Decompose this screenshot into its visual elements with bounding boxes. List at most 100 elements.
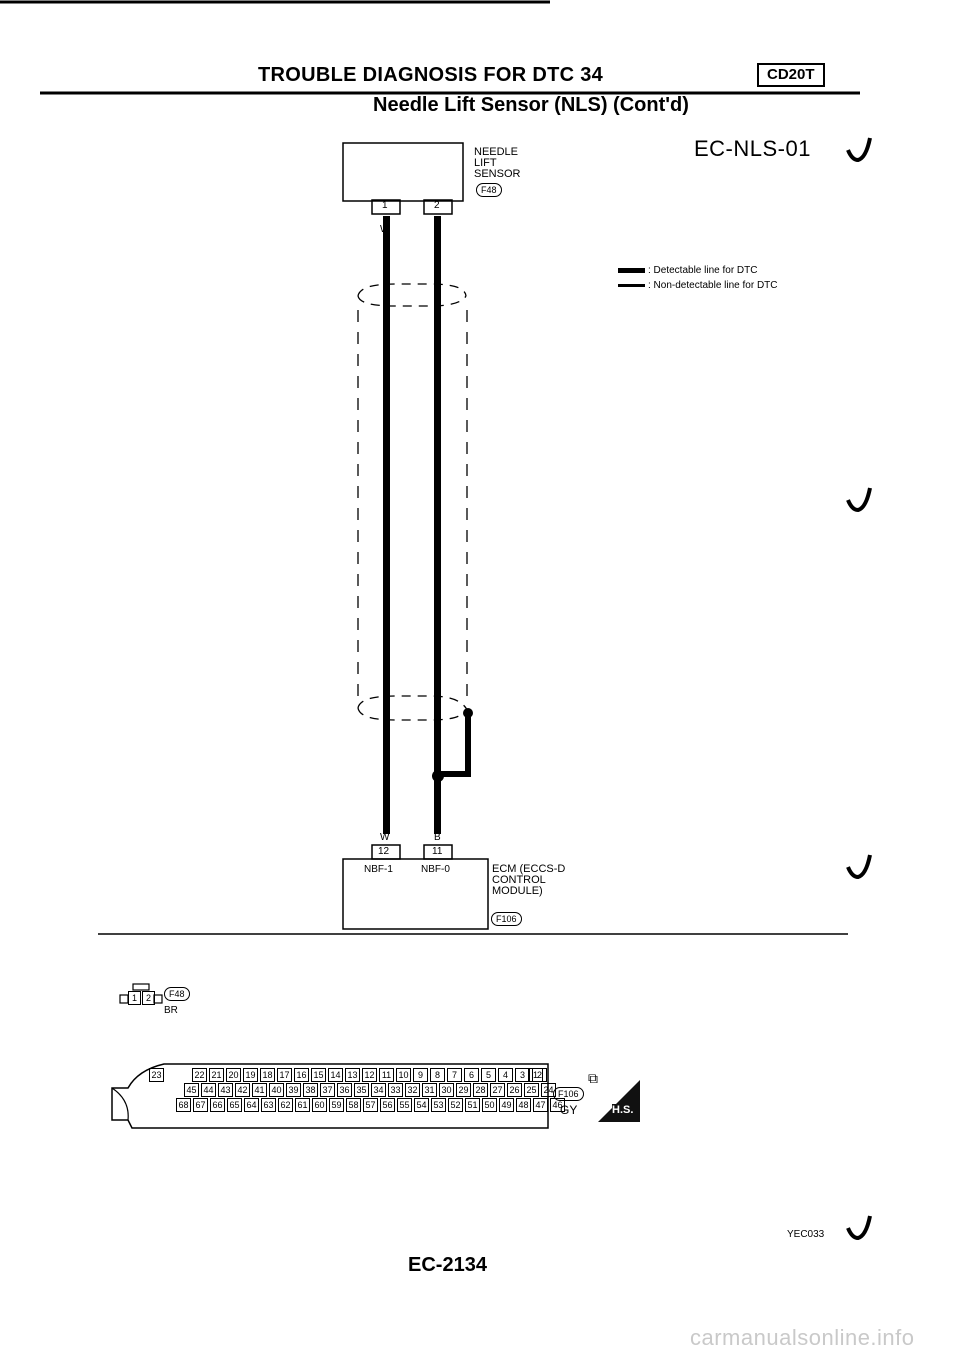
drain-wire-horizontal — [438, 771, 471, 777]
f106-pin-61: 61 — [295, 1098, 310, 1112]
f106-pin-50: 50 — [482, 1098, 497, 1112]
sensor-pin-2-box — [423, 199, 453, 215]
f106-connector-outline — [111, 1063, 549, 1129]
f106-pin-19: 19 — [243, 1068, 258, 1082]
sensor-wire-color-w: W — [380, 224, 390, 235]
f106-pin-20: 20 — [226, 1068, 241, 1082]
f106-pin-60: 60 — [312, 1098, 327, 1112]
splice-dot — [432, 770, 444, 782]
ecm-terminal-nbf-1: NBF-1 — [364, 864, 393, 875]
figure-code: YEC033 — [787, 1229, 825, 1240]
model-tag: CD20T — [757, 63, 825, 87]
ecm-box — [342, 858, 489, 930]
f106-pin-28: 28 — [473, 1083, 488, 1097]
ecm-pin-12: 12 — [378, 846, 390, 857]
f106-pin-9: 9 — [413, 1068, 428, 1082]
f48-view-badge: F48 — [164, 987, 190, 1001]
f48-latch-right — [153, 994, 163, 1004]
ecm-wire-color-w: W — [380, 832, 390, 843]
shield-bottom-arc — [357, 695, 469, 713]
f106-pin-59: 59 — [329, 1098, 344, 1112]
f106-pin-12: 12 — [362, 1068, 377, 1082]
f106-pin-2: 2 — [532, 1068, 547, 1082]
f106-pin-14: 14 — [328, 1068, 343, 1082]
legend-non-detectable: : Non-detectable line for DTC — [648, 280, 778, 291]
f106-pin-23: 23 — [149, 1068, 164, 1082]
f106-pin-10: 10 — [396, 1068, 411, 1082]
f106-pin-58: 58 — [346, 1098, 361, 1112]
sensor-label-line2: LIFT — [474, 157, 497, 169]
f106-pin-57: 57 — [363, 1098, 378, 1112]
f106-pin-7: 7 — [447, 1068, 462, 1082]
page-title: TROUBLE DIAGNOSIS FOR DTC 34 — [258, 64, 604, 86]
f106-pin-66: 66 — [210, 1098, 225, 1112]
drain-wire-vertical — [465, 713, 471, 777]
f106-pin-63: 63 — [261, 1098, 276, 1112]
f106-pin-41: 41 — [252, 1083, 267, 1097]
sensor-pin-1: 1 — [382, 200, 388, 211]
page-subtitle: Needle Lift Sensor (NLS) (Cont'd) — [373, 94, 689, 116]
f106-pin-36: 36 — [337, 1083, 352, 1097]
f106-pin-5: 5 — [481, 1068, 496, 1082]
f106-pin-17: 17 — [277, 1068, 292, 1082]
f106-pin-18: 18 — [260, 1068, 275, 1082]
f106-pin-53: 53 — [431, 1098, 446, 1112]
f106-pin-31: 31 — [422, 1083, 437, 1097]
page-number: EC-2134 — [408, 1254, 487, 1276]
f106-pin-51: 51 — [465, 1098, 480, 1112]
f48-view-pin-2: 2 — [142, 991, 155, 1005]
sensor-label-line3: SENSOR — [474, 168, 521, 180]
f106-pin-26: 26 — [507, 1083, 522, 1097]
f106-pin-55: 55 — [397, 1098, 412, 1112]
f106-pin-42: 42 — [235, 1083, 250, 1097]
harness-icon: ⧉ — [588, 1070, 598, 1086]
f106-pin-48: 48 — [516, 1098, 531, 1112]
f106-pin-49: 49 — [499, 1098, 514, 1112]
hs-badge: H.S. — [612, 1104, 634, 1116]
sensor-label: NEEDLE LIFT SENSOR — [474, 147, 520, 180]
f106-pin-39: 39 — [286, 1083, 301, 1097]
f48-view-pin-1: 1 — [128, 991, 141, 1005]
shield-bottom-arc-lower — [357, 707, 463, 721]
f106-pin-64: 64 — [244, 1098, 259, 1112]
f106-pin-34: 34 — [371, 1083, 386, 1097]
legend-detectable-line — [618, 268, 645, 273]
f106-pin-62: 62 — [278, 1098, 293, 1112]
f106-pin-40: 40 — [269, 1083, 284, 1097]
f106-pin-3: 3 — [515, 1068, 530, 1082]
checkmark-icon-3 — [846, 854, 872, 880]
sensor-wire-color-b: B — [434, 224, 441, 235]
f106-view-color: GY — [560, 1103, 578, 1117]
legend-detectable: : Detectable line for DTC — [648, 265, 758, 276]
f106-pin-25: 25 — [524, 1083, 539, 1097]
f106-latch — [111, 1087, 129, 1121]
f106-pin-67: 67 — [193, 1098, 208, 1112]
ecm-label-line2: CONTROL — [492, 874, 546, 886]
f106-pin-27: 27 — [490, 1083, 505, 1097]
f106-pin-8: 8 — [430, 1068, 445, 1082]
f106-pin-32: 32 — [405, 1083, 420, 1097]
f106-pin-6: 6 — [464, 1068, 479, 1082]
f48-key — [132, 983, 150, 991]
f106-pin-54: 54 — [414, 1098, 429, 1112]
ecm-label-line3: MODULE) — [492, 885, 543, 897]
f106-pin-44: 44 — [201, 1083, 216, 1097]
f106-pin-4: 4 — [498, 1068, 513, 1082]
f106-pin-29: 29 — [456, 1083, 471, 1097]
ecm-wire-color-b: B — [434, 832, 441, 843]
f106-pin-47: 47 — [533, 1098, 548, 1112]
ecm-connector-badge: F106 — [491, 912, 522, 926]
f106-pin-21: 21 — [209, 1068, 224, 1082]
f106-pin-43: 43 — [218, 1083, 233, 1097]
checkmark-icon-4 — [846, 1215, 872, 1241]
f106-view-badge: F106 — [553, 1087, 584, 1101]
f106-pin-11: 11 — [379, 1068, 394, 1082]
sensor-box — [342, 142, 464, 202]
ecm-pin-11: 11 — [432, 846, 443, 857]
sensor-pin-1-box — [371, 199, 401, 215]
sensor-pin-2: 2 — [434, 200, 440, 211]
wire-b — [434, 216, 441, 834]
f106-pin-65: 65 — [227, 1098, 242, 1112]
